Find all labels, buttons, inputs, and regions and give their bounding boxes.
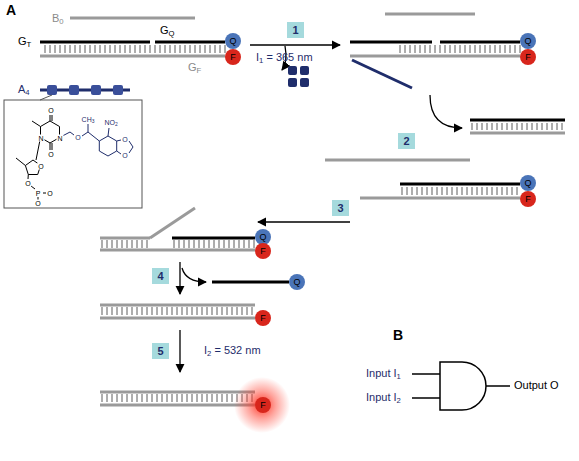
atom-label: N: [37, 135, 44, 142]
fluorophore-circle: F: [255, 243, 271, 259]
quencher-circle: Q: [520, 33, 536, 49]
fluorophore-circle: F: [255, 310, 271, 326]
quencher-circle: Q: [520, 175, 536, 191]
strand-label: A4: [18, 84, 30, 95]
fluorophore-label: F: [230, 53, 236, 62]
quencher-circle: Q: [289, 274, 305, 290]
atom-label: N: [56, 135, 63, 142]
strand-label: GT: [18, 36, 31, 47]
fluorophore-label: F: [260, 401, 266, 410]
strand-label: Input I1: [366, 368, 401, 379]
fluorophore-label: F: [525, 195, 531, 204]
strand-label: B0: [52, 13, 64, 24]
strand-label: I2 = 532 nm: [204, 345, 261, 356]
atom-label: NO2: [103, 119, 118, 126]
strand-label: GF: [188, 62, 201, 73]
fluorophore-label: Q: [229, 37, 236, 46]
step-number: 1: [292, 25, 298, 36]
fluorophore-circle: F: [255, 397, 271, 413]
atom-label: O: [47, 107, 54, 114]
step-number: 2: [403, 136, 409, 147]
panel-letter: B: [393, 328, 403, 342]
atom-label: P: [35, 190, 42, 197]
atom-label: O: [47, 151, 54, 158]
fluorophore-circle: F: [520, 191, 536, 207]
step-box: 4: [152, 268, 169, 284]
strand-label: Output O: [514, 380, 559, 391]
step-number: 3: [337, 203, 343, 214]
step-box: 5: [152, 343, 169, 359]
fluorophore-label: F: [525, 53, 531, 62]
fluorophore-circle: F: [225, 49, 241, 65]
fluorophore-label: Q: [293, 278, 300, 287]
fluorophore-label: Q: [524, 179, 531, 188]
fluorophore-label: Q: [259, 233, 266, 242]
fluorophore-circle: F: [520, 49, 536, 65]
strand-label: I1 = 365 nm: [256, 52, 313, 63]
atom-label: O: [34, 200, 41, 207]
panel-letter: A: [6, 3, 16, 17]
step-box: 1: [287, 22, 304, 38]
step-number: 5: [157, 346, 163, 357]
strand-label: GQ: [160, 25, 175, 36]
step-box: 3: [332, 200, 349, 216]
fluorophore-label: Q: [524, 37, 531, 46]
step-box: 2: [398, 133, 415, 149]
fluorophore-label: F: [260, 247, 266, 256]
step-number: 4: [157, 271, 163, 282]
atom-label: O: [121, 152, 128, 159]
atom-label: O: [121, 136, 128, 143]
atom-label: O: [46, 190, 53, 197]
atom-label: O: [74, 134, 81, 141]
atom-label: CH3: [81, 116, 96, 123]
quencher-circle: Q: [225, 33, 241, 49]
atom-label: O: [37, 163, 44, 170]
fluorophore-label: F: [260, 314, 266, 323]
strand-label: Input I2: [366, 392, 401, 403]
atom-label: O: [24, 180, 31, 187]
